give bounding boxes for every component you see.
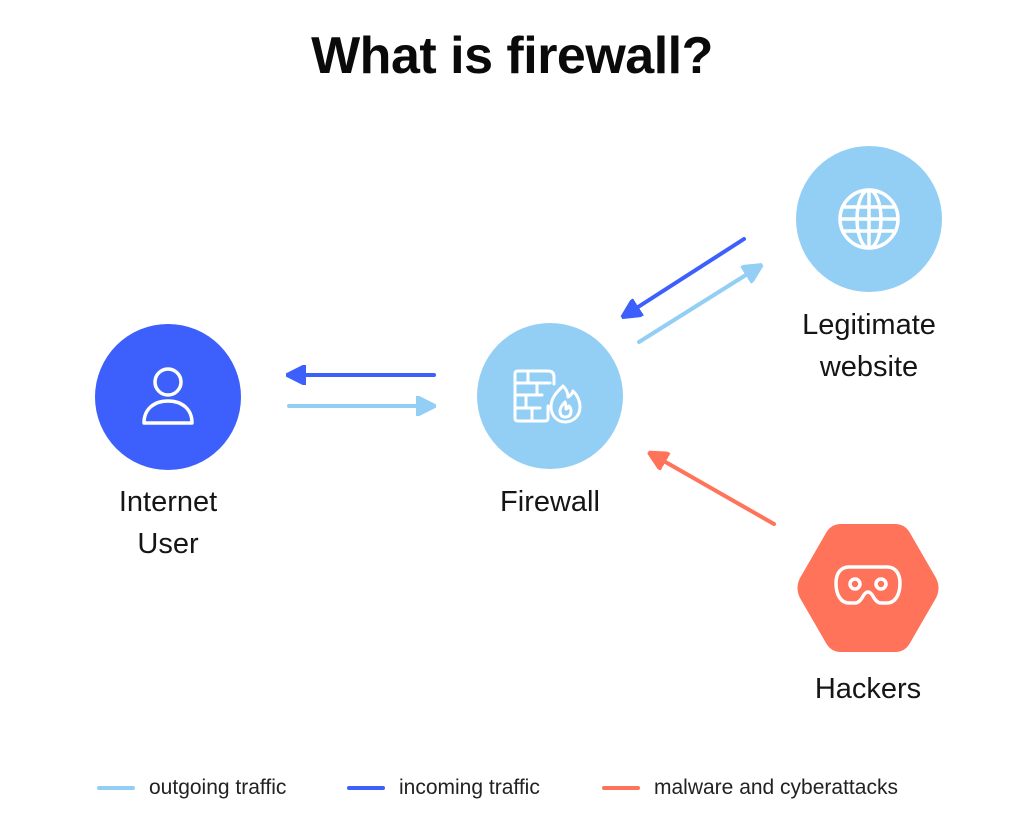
hacker-mask-icon: [834, 565, 902, 605]
website-label: Legitimate website: [749, 304, 989, 388]
hackers-label-line1: Hackers: [814, 673, 922, 705]
firewall-circle: [477, 323, 623, 469]
legend-label-incoming: incoming traffic: [399, 776, 540, 799]
legend-swatch-incoming: [347, 786, 385, 790]
legend-item-malware: malware and cyberattacks: [602, 776, 898, 800]
globe-icon: [838, 188, 900, 250]
website-label-line2: website: [819, 351, 919, 383]
legend-label-malware: malware and cyberattacks: [654, 776, 898, 799]
arrow-hackers-to-firewall-malware: [662, 460, 776, 526]
user-label: Internet User: [48, 481, 288, 565]
user-label-line2: User: [137, 528, 199, 560]
user-label-line1: Internet: [118, 486, 218, 518]
legend-label-outgoing: outgoing traffic: [149, 776, 287, 799]
arrow-firewall-to-website-outgoing: [637, 273, 749, 344]
legend-item-incoming: incoming traffic: [347, 776, 540, 800]
firewall-label: Firewall: [430, 481, 670, 523]
firewall-label-line1: Firewall: [500, 486, 600, 518]
user-icon: [142, 367, 194, 425]
firewall-flame-icon: [513, 369, 582, 424]
hackers-label: Hackers: [748, 668, 988, 710]
diagram-title: What is firewall?: [311, 27, 713, 85]
arrow-website-to-firewall-incoming: [635, 237, 746, 309]
legend-item-outgoing: outgoing traffic: [97, 776, 286, 800]
hackers-hexagon: [797, 524, 939, 652]
user-circle: [95, 324, 241, 470]
legend-swatch-outgoing: [97, 786, 135, 790]
website-circle: [796, 146, 942, 292]
legend: outgoing traffic incoming traffic malwar…: [0, 776, 1024, 806]
legend-swatch-malware: [602, 786, 640, 790]
website-label-line1: Legitimate: [802, 309, 936, 341]
